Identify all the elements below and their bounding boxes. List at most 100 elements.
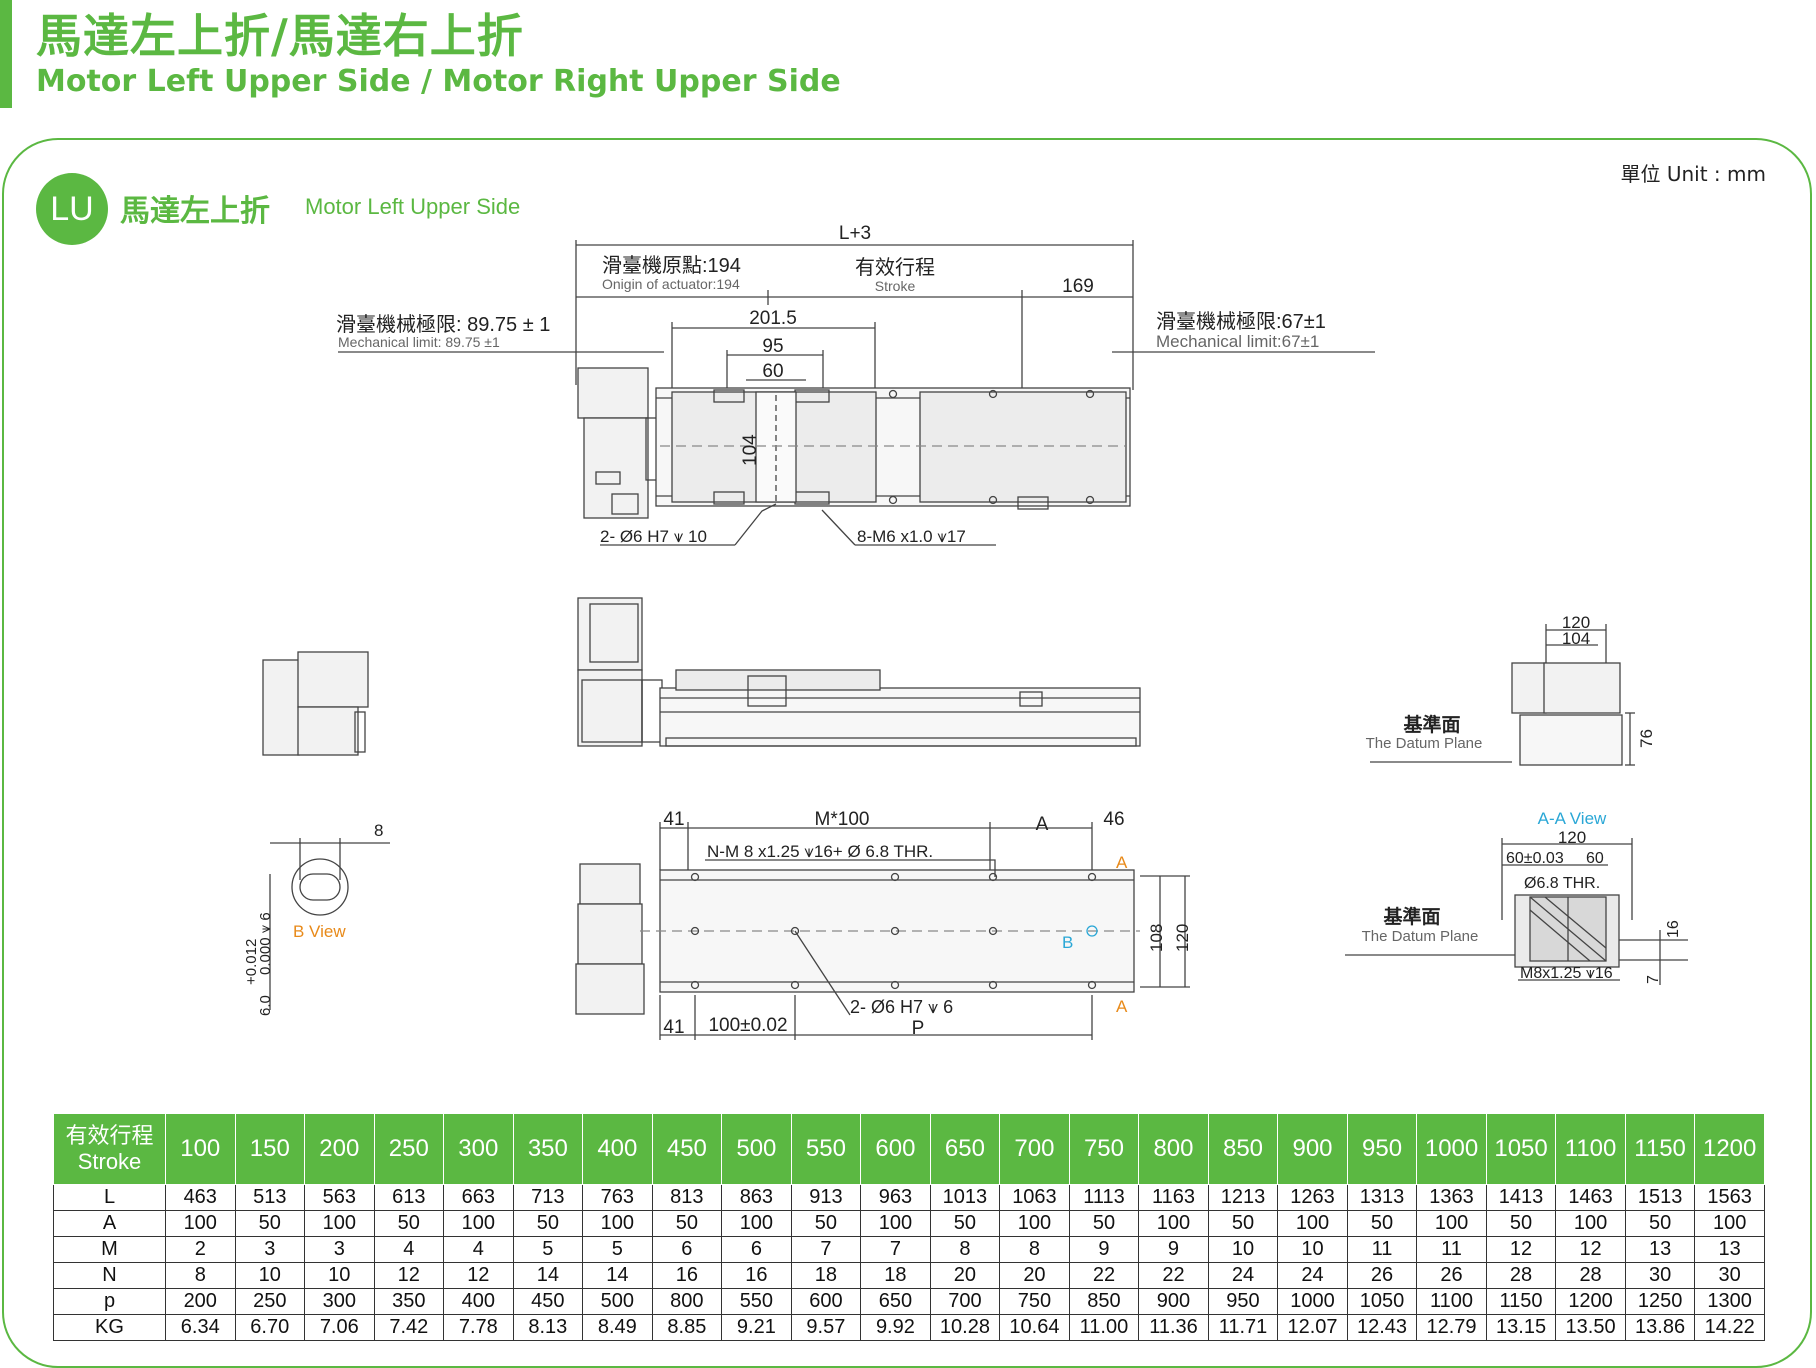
table-cell: 200: [165, 1288, 236, 1315]
table-cell: 10: [304, 1262, 375, 1289]
stroke-column-header: 250: [373, 1113, 445, 1185]
mech-left-en: Mechanical limit: 89.75 ±1: [338, 334, 500, 350]
table-cell: 10: [234, 1262, 306, 1289]
stroke-column-header: 500: [721, 1113, 792, 1185]
page-title-en: Motor Left Upper Side / Motor Right Uppe…: [36, 64, 841, 99]
aa-dim-6003: 60±0.03: [1506, 850, 1564, 867]
dim-2015: 201.5: [749, 308, 797, 329]
table-cell: 10.28: [929, 1314, 1001, 1341]
table-cell: 5: [582, 1236, 653, 1263]
table-cell: 22: [1138, 1262, 1209, 1289]
table-cell: 813: [651, 1184, 723, 1211]
stroke-column-header: 650: [929, 1113, 1001, 1185]
stroke-column-header: 1150: [1624, 1113, 1696, 1185]
table-cell: 6: [651, 1236, 723, 1263]
mech-left-zh: 滑臺機械極限: 89.75 ± 1: [336, 313, 550, 336]
table-cell: 14.22: [1694, 1314, 1765, 1341]
stroke-column-header: 1000: [1416, 1113, 1487, 1185]
table-cell: 20: [929, 1262, 1001, 1289]
stroke-column-header: 600: [860, 1113, 931, 1185]
stroke-column-header: 350: [512, 1113, 584, 1185]
row-label: M: [53, 1236, 166, 1263]
dim-169: 169: [1062, 276, 1094, 297]
stroke-column-header: 450: [651, 1113, 723, 1185]
stroke-column-header: 150: [234, 1113, 306, 1185]
table-cell: 50: [790, 1210, 862, 1237]
stroke-column-header: 1050: [1485, 1113, 1557, 1185]
table-cell: 100: [860, 1210, 931, 1237]
table-cell: 9.21: [721, 1314, 792, 1341]
dim-overall: L+3: [839, 223, 871, 244]
table-cell: 13.86: [1624, 1314, 1696, 1341]
table-cell: 6.70: [234, 1314, 306, 1341]
stroke-column-header: 300: [443, 1113, 514, 1185]
section-badge: LU: [36, 173, 108, 245]
table-cell: 100: [582, 1210, 653, 1237]
table-cell: 30: [1694, 1262, 1765, 1289]
table-cell: 24: [1207, 1262, 1279, 1289]
title-accent-bar: [0, 0, 12, 108]
table-cell: 100: [304, 1210, 375, 1237]
table-cell: 13: [1694, 1236, 1765, 1263]
dim-46: 46: [1103, 809, 1124, 830]
table-cell: 613: [373, 1184, 445, 1211]
table-cell: 2: [165, 1236, 236, 1263]
tolerance-lower: 0.000 ⩛ 6: [257, 912, 274, 975]
table-cell: 9: [1138, 1236, 1209, 1263]
note-holes-bottom: 2- Ø6 H7 ⩛ 6: [850, 997, 953, 1017]
table-cell: 13.15: [1485, 1314, 1557, 1341]
stroke-column-header: 950: [1346, 1113, 1418, 1185]
table-cell: 28: [1555, 1262, 1626, 1289]
table-cell: 26: [1416, 1262, 1487, 1289]
dim-m100: M*100: [815, 809, 870, 830]
table-cell: 20: [999, 1262, 1070, 1289]
table-cell: 963: [860, 1184, 931, 1211]
table-cell: 1113: [1068, 1184, 1140, 1211]
table-cell: 350: [373, 1288, 445, 1315]
dim-8-bview: 8: [374, 821, 383, 840]
table-cell: 4: [443, 1236, 514, 1263]
table-cell: 7: [860, 1236, 931, 1263]
dim-100: 100±0.02: [708, 1015, 787, 1036]
table-cell: 8.85: [651, 1314, 723, 1341]
tolerance-upper: +0.012: [243, 939, 260, 985]
table-cell: 50: [512, 1210, 584, 1237]
dim-a: A: [1036, 814, 1049, 835]
table-cell: 16: [651, 1262, 723, 1289]
table-cell: 18: [860, 1262, 931, 1289]
stroke-column-header: 1200: [1694, 1113, 1765, 1185]
row-label: L: [53, 1184, 166, 1211]
table-cell: 28: [1485, 1262, 1557, 1289]
section-title-en: Motor Left Upper Side: [305, 194, 521, 219]
table-cell: 713: [512, 1184, 584, 1211]
table-cell: 11.00: [1068, 1314, 1140, 1341]
stroke-column-header: 200: [304, 1113, 375, 1185]
table-cell: 18: [790, 1262, 862, 1289]
table-cell: 800: [651, 1288, 723, 1315]
dim-6-bview: 6.0: [257, 995, 274, 1016]
table-cell: 1063: [999, 1184, 1070, 1211]
stroke-column-header: 100: [165, 1113, 236, 1185]
table-cell: 26: [1346, 1262, 1418, 1289]
table-cell: 14: [582, 1262, 653, 1289]
dim-60: 60: [762, 361, 783, 382]
aa-datum-zh: 基準面: [1382, 905, 1440, 928]
table-cell: 100: [1555, 1210, 1626, 1237]
table-cell: 763: [582, 1184, 653, 1211]
table-cell: 100: [1138, 1210, 1209, 1237]
table-cell: 1363: [1416, 1184, 1487, 1211]
table-cell: 500: [582, 1288, 653, 1315]
note-nm: N-M 8 x1.25 ⩛16+ Ø 6.8 THR.: [707, 842, 933, 861]
table-cell: 8: [929, 1236, 1001, 1263]
table-cell: 12.79: [1416, 1314, 1487, 1341]
table-cell: 1000: [1277, 1288, 1348, 1315]
table-cell: 12: [1555, 1236, 1626, 1263]
table-cell: 600: [790, 1288, 862, 1315]
table-cell: 50: [1485, 1210, 1557, 1237]
stroke-column-header: 550: [790, 1113, 862, 1185]
